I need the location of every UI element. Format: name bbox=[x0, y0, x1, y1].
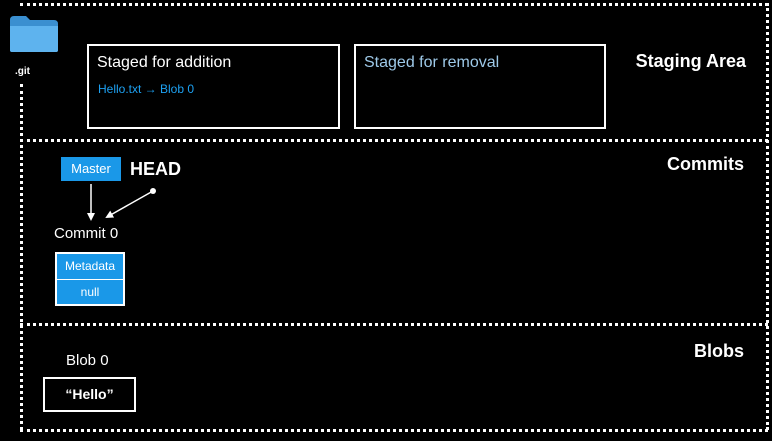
metadata-label: Metadata bbox=[57, 254, 123, 280]
staged-entry: Hello.txt → Blob 0 bbox=[98, 82, 195, 96]
staged-for-addition-title: Staged for addition bbox=[97, 54, 232, 71]
blob-0-content-box: “Hello” bbox=[43, 377, 136, 412]
region-divider-staging-commits bbox=[20, 139, 768, 142]
parent-value: null bbox=[80, 285, 100, 299]
staged-for-removal-box: Staged for removal bbox=[354, 44, 606, 129]
staging-area-title: Staging Area bbox=[635, 51, 746, 71]
head-to-commit-arrow bbox=[105, 190, 154, 218]
blob-0-label: Blob 0 bbox=[66, 352, 109, 369]
git-folder-label: .git bbox=[15, 66, 30, 77]
commits-title: Commits bbox=[666, 154, 744, 174]
region-divider-commits-blobs bbox=[20, 323, 768, 326]
commit-metadata-box: Metadata null bbox=[55, 252, 125, 306]
region-left-border bbox=[20, 84, 23, 430]
folder-icon bbox=[10, 16, 58, 52]
head-pointer-label: HEAD bbox=[130, 159, 182, 179]
region-top-border bbox=[20, 3, 768, 6]
blobs-title: Blobs bbox=[693, 341, 744, 361]
region-bottom-border bbox=[20, 429, 768, 432]
region-right-border bbox=[766, 3, 769, 430]
commit-0-label: Commit 0 bbox=[54, 225, 119, 242]
master-branch-tag: Master bbox=[61, 157, 121, 181]
staged-for-addition-box: Staged for addition Hello.txt → Blob 0 bbox=[87, 44, 340, 129]
staged-for-removal-title: Staged for removal bbox=[364, 54, 500, 71]
